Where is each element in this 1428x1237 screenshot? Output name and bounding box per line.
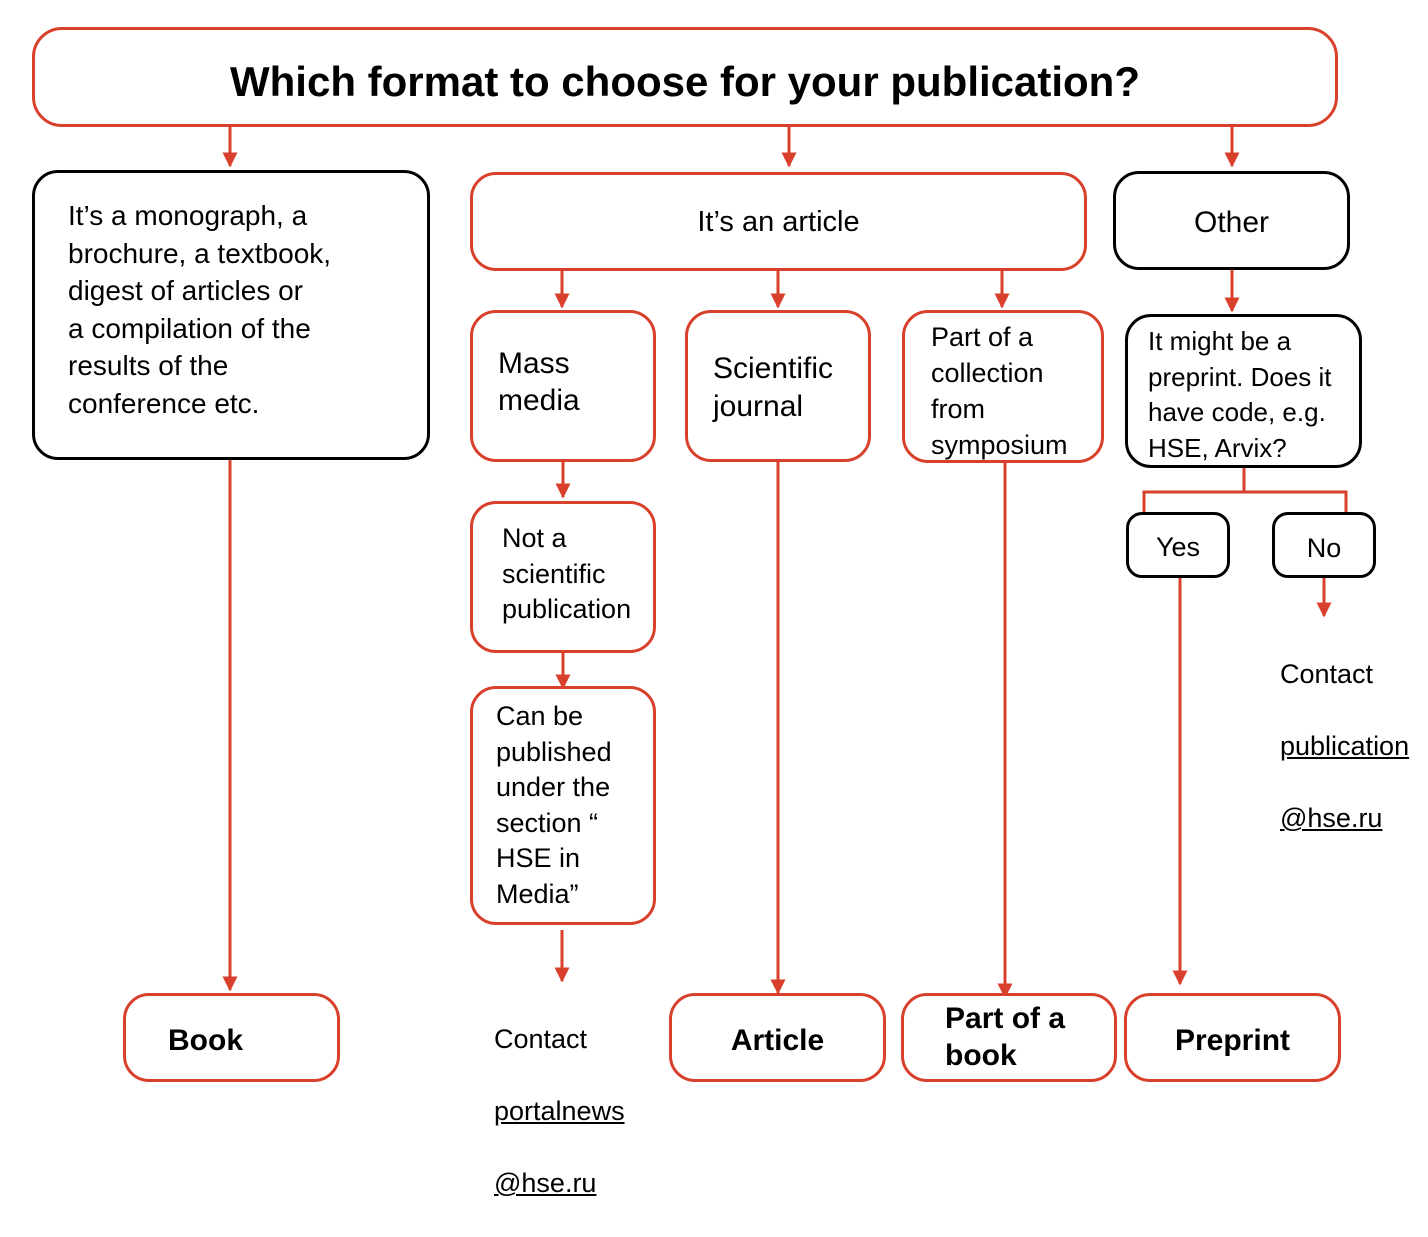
outcome-preprint-label: Preprint [1174, 1024, 1291, 1057]
outcome-book-label: Book [168, 1024, 243, 1057]
other-category-label: Other [1193, 206, 1270, 239]
publication-email-line2[interactable]: @hse.ru [1280, 803, 1383, 833]
connector-lines [222, 126, 1348, 999]
no-label: No [1306, 533, 1342, 563]
hse-in-media-label: Can be published under the section “ HSE… [496, 701, 612, 909]
outcome-book-box: Book [123, 993, 340, 1082]
outcome-preprint-box: Preprint [1124, 993, 1341, 1082]
symposium-box: Part of a collection from symposium [902, 310, 1104, 463]
publication-contact: Contact publication @hse.ru [1280, 620, 1409, 872]
preprint-question-box: It might be a preprint. Does it have cod… [1125, 314, 1362, 468]
outcome-article-label: Article [730, 1024, 825, 1057]
portalnews-contact: Contact portalnews @hse.ru [494, 985, 625, 1237]
portalnews-email-line1[interactable]: portalnews [494, 1096, 625, 1126]
scientific-journal-box: Scientific journal [685, 310, 871, 462]
symposium-label: Part of a collection from symposium [931, 322, 1068, 460]
page-title: Which format to choose for your publicat… [230, 58, 1140, 105]
no-box: No [1272, 512, 1376, 578]
not-scientific-box: Not a scientific publication [470, 501, 656, 653]
hse-in-media-box: Can be published under the section “ HSE… [470, 686, 656, 925]
portalnews-email-line2[interactable]: @hse.ru [494, 1168, 597, 1198]
title-box: Which format to choose for your publicat… [32, 27, 1338, 127]
other-category-box: Other [1113, 171, 1350, 270]
outcome-article-box: Article [669, 993, 886, 1082]
yes-box: Yes [1126, 512, 1230, 578]
portalnews-contact-label: Contact [494, 1024, 588, 1054]
yes-label: Yes [1155, 532, 1201, 562]
mass-media-box: Mass media [470, 310, 656, 462]
article-category-box: It’s an article [470, 172, 1087, 271]
article-category-label: It’s an article [697, 206, 860, 238]
not-scientific-label: Not a scientific publication [502, 523, 632, 624]
book-category-box: It’s a monograph, a brochure, a textbook… [32, 170, 430, 460]
outcome-part-of-book-label: Part of a book [945, 1002, 1066, 1072]
book-category-text: It’s a monograph, a brochure, a textbook… [68, 200, 332, 419]
scientific-journal-label: Scientific journal [713, 352, 834, 423]
publication-email-line1[interactable]: publication [1280, 731, 1410, 761]
outcome-part-of-book-box: Part of a book [901, 993, 1117, 1082]
publication-contact-label: Contact [1280, 659, 1374, 689]
mass-media-label: Mass media [498, 347, 580, 417]
preprint-question-label: It might be a preprint. Does it have cod… [1148, 326, 1332, 463]
